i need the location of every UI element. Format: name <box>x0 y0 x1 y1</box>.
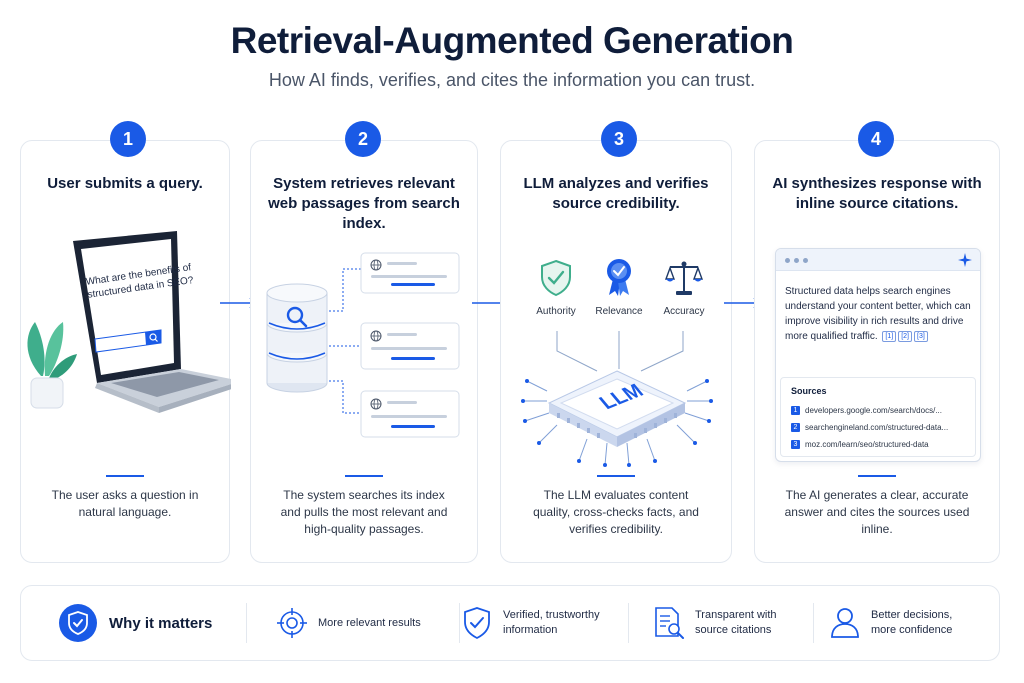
step-4-divider <box>858 475 896 477</box>
sources-panel: Sources 1 developers.google.com/search/d… <box>780 377 976 457</box>
sparkle-icon <box>958 253 972 267</box>
shield-check-icon <box>59 604 97 642</box>
balance-scale-icon <box>665 261 703 295</box>
step-3-divider <box>597 475 635 477</box>
step-2-divider <box>345 475 383 477</box>
footer-separator <box>813 603 814 643</box>
source-number: 1 <box>791 405 800 415</box>
footer-separator <box>246 603 247 643</box>
sources-title: Sources <box>791 386 827 396</box>
step-1-title: User submits a query. <box>47 175 203 192</box>
why-it-matters-panel: Why it matters More relevant results Ver… <box>20 585 1000 661</box>
benefit-better-decisions: Better decisions, more confidence <box>829 586 971 660</box>
passage-card-3 <box>360 390 460 438</box>
benefit-text: More relevant results <box>318 616 421 629</box>
step-2-title: System retrieves relevant web passages f… <box>268 175 460 232</box>
passage-card-2 <box>360 322 460 370</box>
benefit-text: Transparent with source citations <box>695 609 777 636</box>
step-1-description: The user asks a question in natural lang… <box>51 488 199 519</box>
answer-browser-window: Structured data helps search engines und… <box>775 248 981 462</box>
award-ribbon-icon <box>607 259 631 296</box>
search-index-illustration <box>266 252 460 438</box>
citation-1[interactable]: [1] <box>882 331 897 342</box>
benefit-relevant-results: More relevant results <box>276 586 421 660</box>
step-3-title: LLM analyzes and verifies source credibi… <box>523 175 709 212</box>
page-title: Retrieval-Augmented Generation <box>230 20 794 61</box>
benefit-text: Better decisions, more confidence <box>871 609 953 636</box>
step-2-description: The system searches its index and pulls … <box>280 488 448 536</box>
benefit-verified-information: Verified, trustworthy information <box>461 586 631 660</box>
shield-check-icon <box>541 259 571 297</box>
why-it-matters-heading-group: Why it matters <box>59 586 212 660</box>
laptop-illustration <box>27 231 231 413</box>
step-2-card: System retrieves relevant web passages f… <box>250 140 478 563</box>
criterion-relevance-label: Relevance <box>595 306 643 317</box>
window-dot-icon <box>794 258 799 263</box>
footer-separator <box>628 603 629 643</box>
step-4-card: AI synthesizes response with inline sour… <box>754 140 1000 563</box>
source-url: moz.com/learn/seo/structured-data <box>805 439 929 449</box>
person-icon <box>831 608 859 638</box>
answer-text: Structured data helps search engines und… <box>785 286 971 342</box>
target-crosshair-icon <box>277 608 307 638</box>
step-1-divider <box>106 475 144 477</box>
source-item[interactable]: 2 searchengineland.com/structured-data..… <box>791 421 948 433</box>
source-number: 2 <box>791 422 800 432</box>
database-icon <box>266 283 328 393</box>
criterion-authority-label: Authority <box>536 306 576 317</box>
step-1-card: User submits a query. What are the benef… <box>20 140 231 563</box>
shield-check-icon <box>464 607 490 640</box>
step-4-title: AI synthesizes response with inline sour… <box>772 175 982 212</box>
criterion-accuracy-label: Accuracy <box>663 306 705 317</box>
step-4-description: The AI generates a clear, accurate answe… <box>784 488 970 536</box>
benefit-text: Verified, trustworthy information <box>503 609 600 636</box>
source-url: developers.google.com/search/docs/... <box>805 405 942 415</box>
citation-3[interactable]: [3] <box>914 331 928 342</box>
why-it-matters-heading: Why it matters <box>109 614 213 632</box>
window-dot-icon <box>803 258 808 263</box>
step-1-badge: 1 <box>110 121 146 157</box>
plant-icon <box>27 322 77 409</box>
citation-2[interactable]: [2] <box>898 331 913 342</box>
source-number: 3 <box>791 439 800 449</box>
source-url: searchengineland.com/structured-data... <box>805 422 949 432</box>
step-3-badge: 3 <box>601 121 637 157</box>
magnifier-icon <box>286 306 308 328</box>
llm-chip-icon <box>521 331 713 467</box>
benefit-source-citations: Transparent with source citations <box>653 586 795 660</box>
step-3-description: The LLM evaluates content quality, cross… <box>533 488 699 536</box>
page-subtitle: How AI finds, verifies, and cites the in… <box>268 70 756 90</box>
window-dot-icon <box>785 258 790 263</box>
source-item[interactable]: 1 developers.google.com/search/docs/... <box>791 404 942 416</box>
passage-card-1 <box>360 252 460 294</box>
footer-separator <box>459 603 460 643</box>
document-search-icon <box>655 607 684 639</box>
step-4-badge: 4 <box>858 121 894 157</box>
browser-toolbar <box>776 249 980 271</box>
step-3-card: LLM analyzes and verifies source credibi… <box>500 140 732 563</box>
answer-text-block: Structured data helps search engines und… <box>785 284 975 344</box>
source-item[interactable]: 3 moz.com/learn/seo/structured-data <box>791 438 929 450</box>
step-2-badge: 2 <box>345 121 381 157</box>
